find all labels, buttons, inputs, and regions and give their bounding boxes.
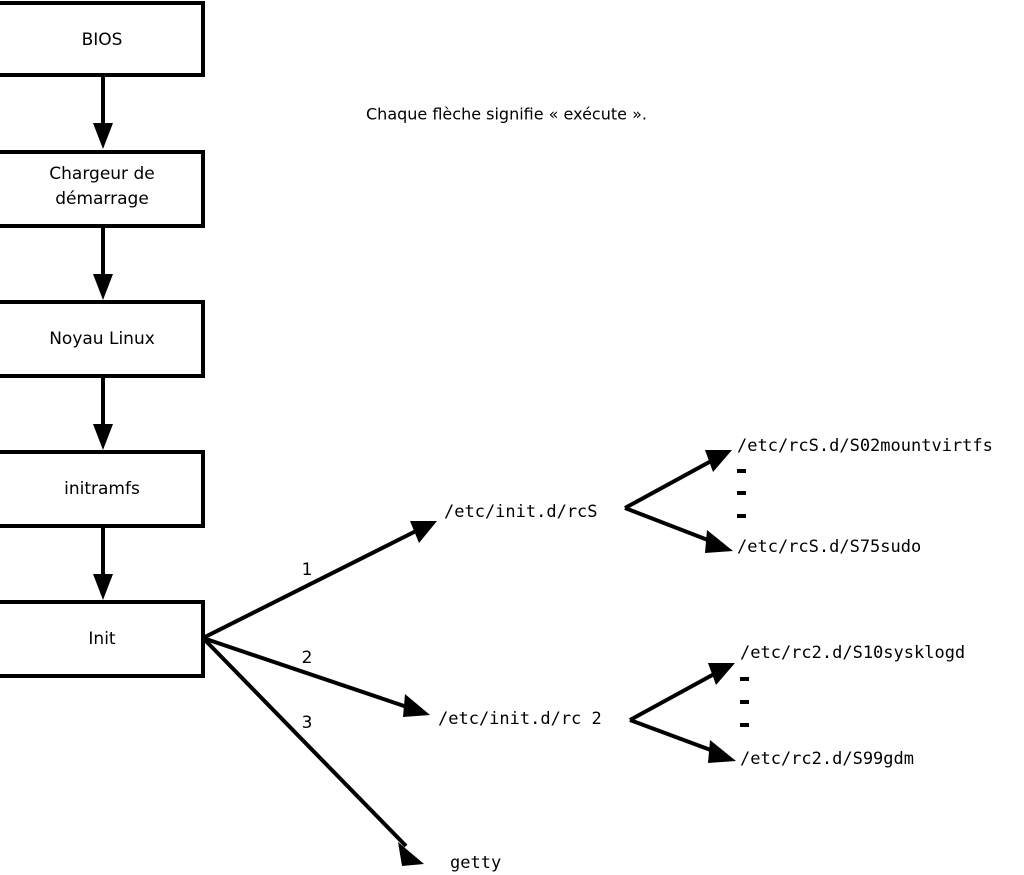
arrow-rcs-to-first-script xyxy=(624,450,732,510)
arrow-init-branch-3 xyxy=(201,636,424,866)
arrow-initramfs-to-init xyxy=(93,526,113,600)
arrowhead-icon xyxy=(410,521,437,543)
branch-number-2: 2 xyxy=(302,648,313,668)
node-init-label: Init xyxy=(88,629,116,649)
arrowhead-icon xyxy=(93,574,113,600)
arrow-rcs-to-last-script xyxy=(624,506,733,553)
arrow-init-branch-2 xyxy=(202,636,430,717)
node-bios-label: BIOS xyxy=(82,30,123,50)
arrow-bios-to-bootloader xyxy=(93,75,113,149)
node-bios[interactable]: BIOS xyxy=(0,1,205,77)
node-initramfs[interactable]: initramfs xyxy=(0,450,205,528)
node-bootloader-label-line2: démarrage xyxy=(55,189,149,209)
label-rc2-first-script: /etc/rc2.d/S10sysklogd xyxy=(740,643,965,663)
arrowhead-icon xyxy=(93,274,113,300)
branch-number-1: 1 xyxy=(302,560,313,580)
ellipsis-rcs xyxy=(737,469,746,518)
label-getty: getty xyxy=(450,853,501,873)
node-initramfs-label: initramfs xyxy=(64,479,140,499)
label-etc-init-d-rc2: /etc/init.d/rc 2 xyxy=(438,709,602,729)
arrowhead-icon xyxy=(708,740,736,763)
node-kernel-rect xyxy=(0,300,205,378)
arrowhead-icon xyxy=(705,450,732,472)
label-rc2-last-script: /etc/rc2.d/S99gdm xyxy=(740,749,914,769)
node-bootloader-label-line1: Chargeur de xyxy=(49,164,154,184)
label-rcs-last-script: /etc/rcS.d/S75sudo xyxy=(737,537,921,557)
arrow-kernel-to-initramfs xyxy=(93,376,113,450)
arrow-rc2-to-last-script xyxy=(629,718,736,763)
arrow-init-branch-1 xyxy=(202,521,437,640)
node-bootloader-rect xyxy=(0,150,205,228)
arrowhead-icon xyxy=(705,530,733,553)
node-bootloader[interactable]: Chargeur de démarrage xyxy=(0,150,205,228)
arrowhead-icon xyxy=(93,123,113,149)
node-bios-rect xyxy=(0,1,205,77)
ellipsis-rc2 xyxy=(740,677,749,727)
arrow-rc2-to-first-script xyxy=(629,663,735,722)
caption-text: Chaque flèche signifie « exécute ». xyxy=(366,105,647,124)
node-kernel[interactable]: Noyau Linux xyxy=(0,300,205,378)
arrowhead-icon xyxy=(398,842,424,866)
node-init[interactable]: Init xyxy=(0,600,205,678)
arrowhead-icon xyxy=(403,694,430,717)
arrowhead-icon xyxy=(708,663,735,685)
label-etc-init-d-rcs: /etc/init.d/rcS xyxy=(444,502,598,522)
node-initramfs-rect xyxy=(0,450,205,528)
label-rcs-first-script: /etc/rcS.d/S02mountvirtfs xyxy=(737,436,993,456)
arrow-bootloader-to-kernel xyxy=(93,226,113,300)
branch-number-3: 3 xyxy=(302,713,313,733)
node-kernel-label: Noyau Linux xyxy=(49,329,155,349)
arrowhead-icon xyxy=(93,424,113,450)
